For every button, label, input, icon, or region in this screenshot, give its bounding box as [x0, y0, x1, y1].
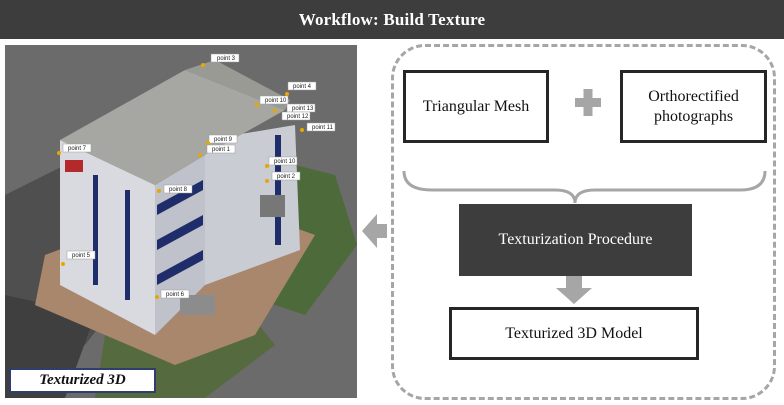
point-label-2: point 2	[277, 174, 296, 180]
equipment-unit-2	[260, 195, 285, 217]
window-strip-3	[275, 135, 281, 245]
point-label-10a: point 10	[265, 98, 287, 104]
orthorectified-line-1: Orthorectified	[648, 87, 739, 106]
texturized-model-image: point 3 point 4 point 10 point 13 point …	[5, 45, 357, 398]
building-render: point 3 point 4 point 10 point 13 point …	[5, 45, 357, 398]
point-label-11: point 11	[312, 125, 334, 131]
point-label-9: point 9	[214, 137, 233, 143]
texturization-procedure-label: Texturization Procedure	[499, 230, 653, 249]
building-logo	[65, 160, 83, 172]
point-label-13: point 13	[292, 106, 314, 112]
point-label-8: point 8	[169, 187, 188, 193]
triangular-mesh-label: Triangular Mesh	[423, 97, 530, 116]
caption-text: Texturized 3D	[39, 372, 126, 389]
left-arrow-icon	[362, 214, 387, 248]
texturization-procedure-box: Texturization Procedure	[459, 204, 692, 276]
point-label-3: point 3	[217, 56, 236, 62]
orthorectified-line-2: photographs	[648, 107, 739, 126]
point-label-6: point 6	[166, 292, 185, 298]
point-label-7: point 7	[68, 146, 87, 152]
point-label-4: point 4	[293, 84, 312, 90]
workflow-title-bar: Workflow: Build Texture	[0, 0, 784, 39]
point-label-5: point 5	[72, 253, 91, 259]
orthorectified-photographs-box: Orthorectified photographs	[620, 70, 767, 143]
window-strip-1	[93, 175, 98, 285]
point-label-12: point 12	[287, 114, 309, 120]
point-label-1: point 1	[212, 147, 231, 153]
texturized-3d-caption: Texturized 3D	[9, 368, 156, 393]
workflow-title: Workflow: Build Texture	[299, 10, 486, 30]
orthorectified-label: Orthorectified photographs	[648, 87, 739, 125]
texturized-3d-model-label: Texturized 3D Model	[505, 324, 643, 343]
triangular-mesh-box: Triangular Mesh	[403, 70, 549, 143]
window-strip-2	[125, 190, 130, 300]
texturized-3d-model-box: Texturized 3D Model	[449, 307, 699, 360]
point-label-10b: point 10	[274, 159, 296, 165]
